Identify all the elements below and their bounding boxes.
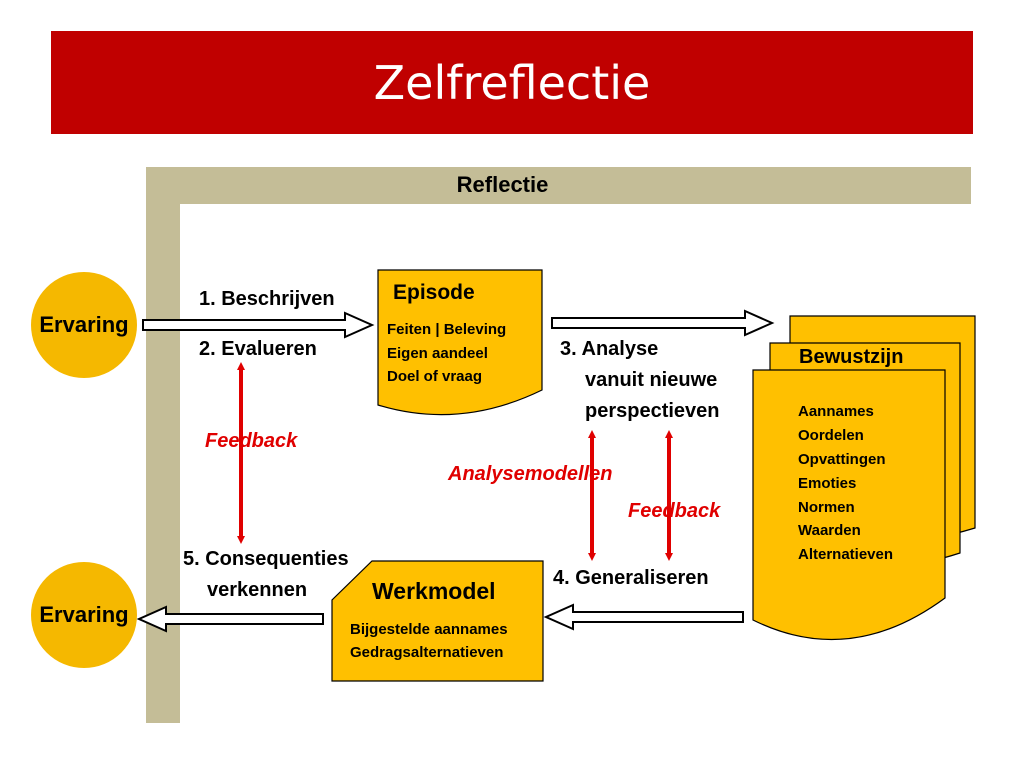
step-evalueren: 2. Evalueren xyxy=(199,338,317,360)
step-consequenties-line2: verkennen xyxy=(207,579,308,601)
arrow-episode-to-bewustzijn xyxy=(551,309,775,337)
page-title: Zelfreflectie xyxy=(373,55,651,110)
bewustzijn-doc-front xyxy=(752,369,946,641)
bewustzijn-item-1: Aannames xyxy=(798,403,874,420)
bewustzijn-item-7: Alternatieven xyxy=(798,546,894,563)
arrow-werkmodel-to-ervaring xyxy=(136,605,324,633)
werkmodel-title: Werkmodel xyxy=(372,578,496,604)
ervaring-top-label: Ervaring xyxy=(39,312,129,337)
bewustzijn-item-4: Emoties xyxy=(798,475,857,492)
feedback-left-label: Feedback xyxy=(205,430,298,452)
bewustzijn-item-3: Opvattingen xyxy=(798,451,886,468)
episode-title: Episode xyxy=(393,281,475,304)
werkmodel-item-1: Bijgestelde aannames xyxy=(350,621,508,638)
reflectie-label: Reflectie xyxy=(456,172,549,197)
ervaring-bottom-label: Ervaring xyxy=(39,602,129,627)
step-analyse-line2: vanuit nieuwe xyxy=(585,369,718,391)
step-generaliseren: 4. Generaliseren xyxy=(553,567,709,589)
reflectie-band-top xyxy=(146,167,971,204)
episode-item-1: Feiten | Beleving xyxy=(387,321,507,338)
title-bar: Zelfreflectie xyxy=(51,31,973,134)
bewustzijn-item-2: Oordelen xyxy=(798,427,864,444)
feedback-right-label: Feedback xyxy=(628,500,721,522)
bewustzijn-item-6: Waarden xyxy=(798,522,861,539)
bewustzijn-title: Bewustzijn xyxy=(799,346,904,368)
bewustzijn-item-5: Normen xyxy=(798,499,855,516)
episode-item-3: Doel of vraag xyxy=(387,368,483,385)
analysemodellen-label: Analysemodellen xyxy=(448,463,613,485)
werkmodel-item-2: Gedragsalternatieven xyxy=(350,644,504,661)
arrow-bewustzijn-to-werkmodel xyxy=(543,603,744,631)
step-analyse-line1: 3. Analyse xyxy=(560,338,659,360)
arrow-ervaring-to-episode xyxy=(142,311,375,339)
step-analyse-line3: perspectieven xyxy=(585,400,720,422)
step-consequenties-line1: 5. Consequenties xyxy=(183,548,349,570)
werkmodel-card xyxy=(331,560,544,682)
episode-item-2: Eigen aandeel xyxy=(387,345,488,362)
ervaring-circle-bottom: Ervaring xyxy=(31,562,137,668)
episode-doc xyxy=(377,269,543,416)
step-beschrijven: 1. Beschrijven xyxy=(199,288,335,310)
ervaring-circle-top: Ervaring xyxy=(31,272,137,378)
